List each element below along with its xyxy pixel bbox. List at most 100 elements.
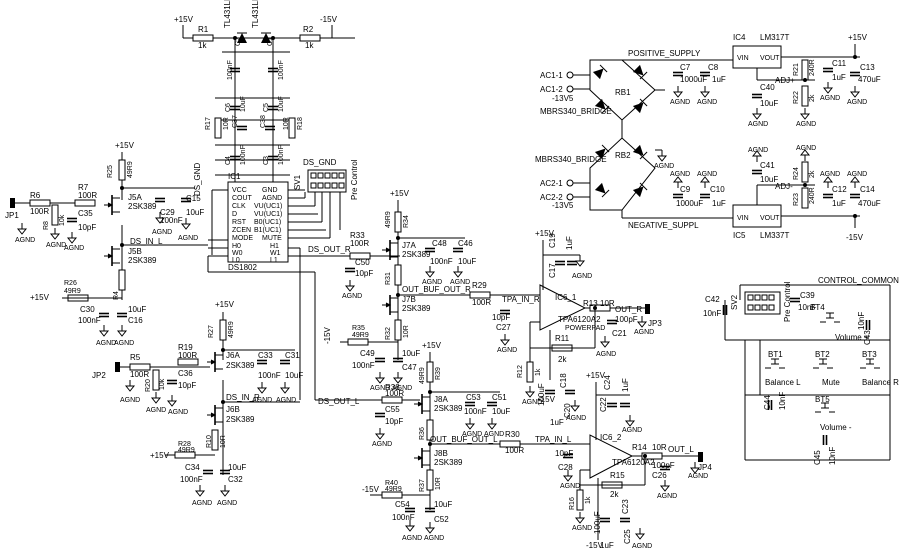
c18-name: C18 xyxy=(559,373,568,388)
jp3-label: JP3 xyxy=(648,319,662,328)
r36-name: R36 xyxy=(419,427,426,440)
c16-name: C16 xyxy=(128,316,143,325)
r8-value: 10k xyxy=(59,214,66,226)
jfet-part: 2SK389 xyxy=(128,256,157,265)
c35-value: 10pF xyxy=(78,223,96,232)
bridge-label: MBRS340_BRIDGE xyxy=(535,155,607,164)
c5-name: C5 xyxy=(263,103,270,112)
agnd-label: AGND xyxy=(697,171,717,178)
c7-name: C7 xyxy=(680,63,691,72)
ic1-part: DS1802 xyxy=(228,263,257,272)
j6a-label: J6A xyxy=(226,351,240,360)
agnd-label: AGND xyxy=(392,385,412,392)
r28-value: 49R9 xyxy=(178,447,195,454)
r29-value: 100R xyxy=(472,298,491,307)
rail-label: +15V xyxy=(535,229,555,238)
c42-name: C42 xyxy=(705,295,720,304)
rail-label: +15V xyxy=(30,293,50,302)
jfet-part: 2SK389 xyxy=(434,404,463,413)
c8-value: 1uF xyxy=(712,75,726,84)
c51-value: 10uF xyxy=(492,407,510,416)
r26-name: R26 xyxy=(64,280,77,287)
rb2-label: RB2 xyxy=(615,151,631,160)
agnd-label: AGND xyxy=(276,397,296,404)
c25-value: 1uF xyxy=(600,541,614,550)
r5-value: 100R xyxy=(130,370,149,379)
bt5-label: Volume - xyxy=(820,423,852,432)
c15-name: C15 xyxy=(186,194,201,203)
c42-value: 10nF xyxy=(703,309,721,318)
c15-value: 10uF xyxy=(186,208,204,217)
r1-value: 1k xyxy=(198,41,207,50)
c28-name: C28 xyxy=(558,463,573,472)
r24-value: 2k xyxy=(809,170,816,178)
c4-value: 100nF xyxy=(240,145,247,165)
ic1-name: IC1 xyxy=(228,172,241,181)
c21-name: C21 xyxy=(612,329,627,338)
r13-value: 10R xyxy=(600,299,615,308)
c20-name: C20 xyxy=(563,403,572,418)
sv1-net: DS_GND xyxy=(303,158,337,167)
c35-name: C35 xyxy=(78,209,93,218)
agnd-label: AGND xyxy=(560,483,580,490)
c30-value: 100nF xyxy=(78,316,101,325)
ic6-2-name: IC6_2 xyxy=(600,433,622,442)
control-common-net: CONTROL_COMMON xyxy=(818,276,899,285)
c36-value: 10pF xyxy=(178,381,196,390)
c47-value: 10uF xyxy=(402,349,420,358)
c45-name: C45 xyxy=(813,450,822,465)
r20-name: R20 xyxy=(145,379,152,392)
agnd-label: AGND xyxy=(657,493,677,500)
c6-name: C6 xyxy=(225,103,232,112)
ds-gnd-label: DS_GND xyxy=(193,162,202,196)
agnd-label: AGND xyxy=(748,121,768,128)
jp2-label: JP2 xyxy=(92,371,106,380)
ic5-part: LM337T xyxy=(760,231,789,240)
c26-name: C26 xyxy=(652,471,667,480)
agnd-label: AGND xyxy=(146,407,166,414)
r12-name: R12 xyxy=(517,365,524,378)
r7-value: 100R xyxy=(78,191,97,200)
pin-label: B0(UC1) xyxy=(254,219,281,226)
c5-value: 10uF xyxy=(278,96,285,112)
rail-label: -15V xyxy=(323,326,332,344)
c47-name: C47 xyxy=(402,363,417,372)
c18-value: 100uF xyxy=(537,383,546,406)
c43-value: 10nF xyxy=(857,312,866,330)
c32-value: 10uF xyxy=(228,463,246,472)
agnd-label: AGND xyxy=(152,229,172,236)
r16-name: R16 xyxy=(569,497,576,510)
rail-label: -15V xyxy=(320,15,338,24)
r25-name: R25 xyxy=(107,165,114,178)
c34-name: C34 xyxy=(185,463,200,472)
rail-label: +15V xyxy=(422,341,442,350)
pin-label: H1 xyxy=(270,243,279,250)
agnd-label: AGND xyxy=(497,347,517,354)
agnd-label: AGND xyxy=(572,273,592,280)
sv2-name: SV2 xyxy=(730,294,739,310)
jfet-part: 2SK389 xyxy=(226,415,255,424)
r15-value: 2k xyxy=(610,490,619,499)
c30-name: C30 xyxy=(80,305,95,314)
c3-value: 100nF xyxy=(278,145,285,165)
out-r-net: OUT_R xyxy=(615,305,642,314)
agnd-label: AGND xyxy=(820,171,840,178)
bt1-label: Balance L xyxy=(765,378,801,387)
r35-value: 49R9 xyxy=(352,332,369,339)
r10-name: R10 xyxy=(206,435,213,448)
r22-name: R22 xyxy=(793,91,800,104)
c10-name: C10 xyxy=(710,185,725,194)
agnd-label: AGND xyxy=(596,351,616,358)
c27-value: 10pF xyxy=(492,313,510,322)
vout-pin: VOUT xyxy=(760,55,780,62)
pin-label: VU(UC1) xyxy=(254,211,282,218)
tpa-in-r-net: TPA_IN_R xyxy=(502,295,540,304)
r30-name: R30 xyxy=(505,430,520,439)
c16-value: 10uF xyxy=(128,305,146,314)
r21-value: 240R xyxy=(809,59,816,76)
c39-name: C39 xyxy=(800,291,815,300)
c14-value: 470uF xyxy=(858,199,881,208)
agnd-label: AGND xyxy=(522,399,542,406)
agnd-label: AGND xyxy=(168,409,188,416)
r7-name: R7 xyxy=(78,183,89,192)
